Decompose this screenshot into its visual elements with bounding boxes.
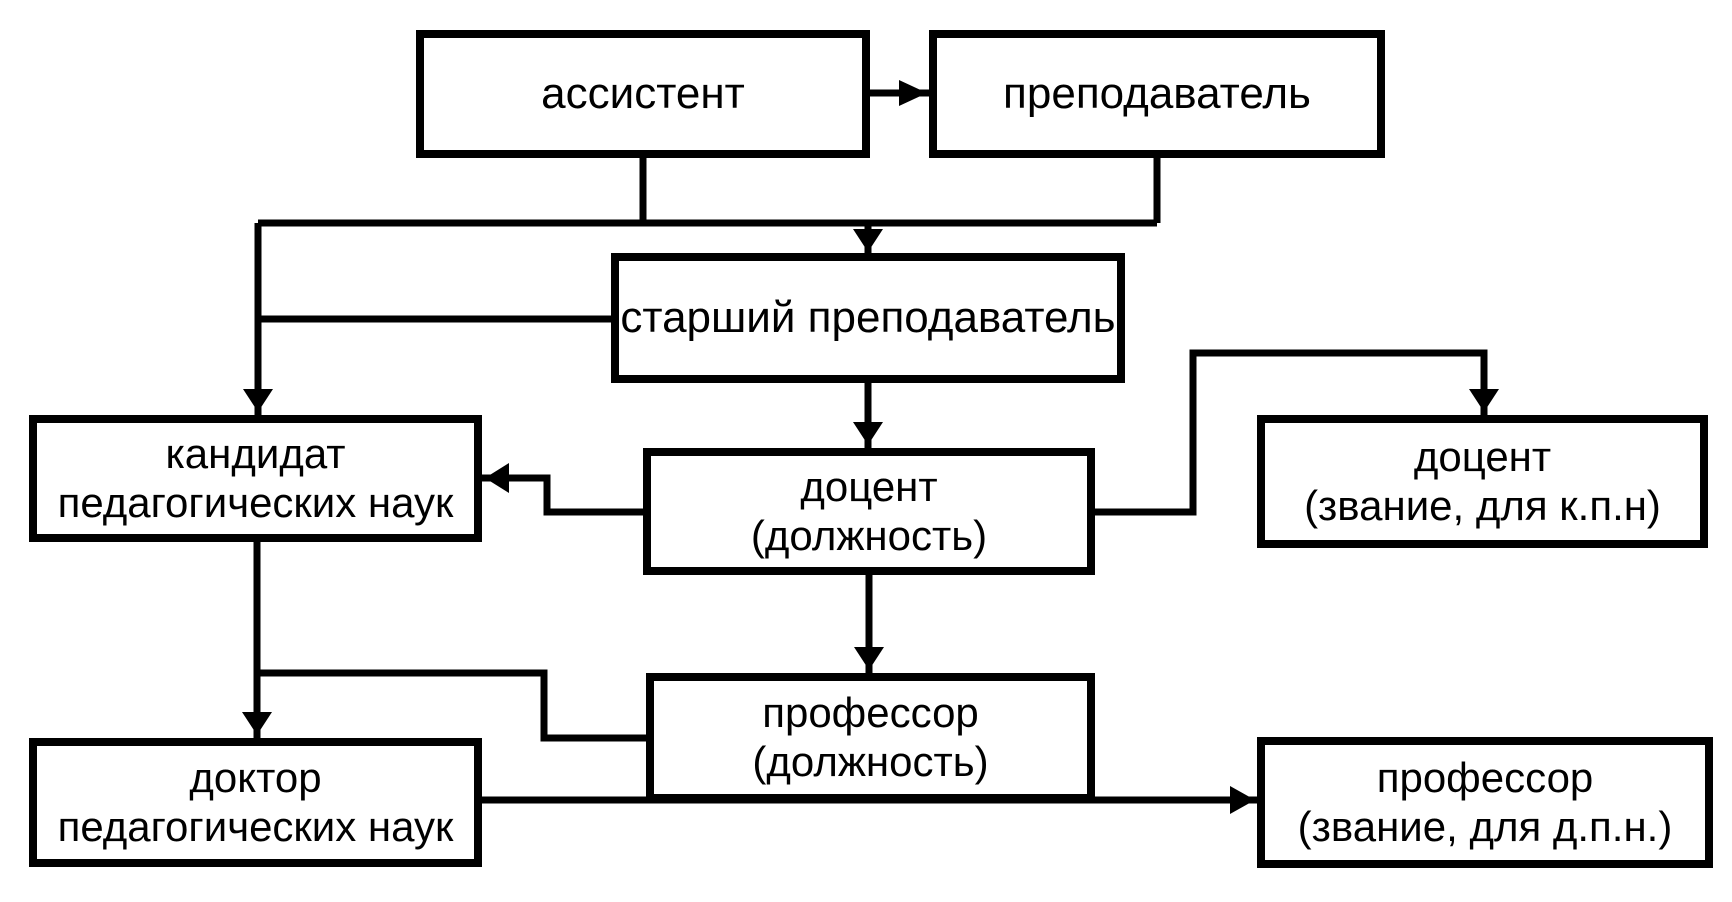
node-docent-title-label-line1: доцент: [1413, 432, 1552, 480]
node-professor-position: профессор (должность): [646, 673, 1095, 802]
arrowhead-into-professor-position: [854, 647, 884, 670]
node-lecturer: преподаватель: [929, 30, 1385, 158]
arrowhead-into-senior-lecturer: [853, 229, 883, 252]
connector-candidate-to-professor-position: [257, 669, 646, 742]
node-lecturer-label: преподаватель: [1003, 69, 1311, 119]
connector-docent-position-to-candidate: [482, 474, 643, 516]
node-senior-lecturer-label: старший преподаватель: [620, 293, 1116, 343]
node-professor-title-label-line2: (звание, для д.п.н.): [1297, 802, 1673, 850]
node-docent-position-label-line2: (должность): [750, 511, 988, 559]
node-professor-position-label-line1: профессор: [762, 688, 979, 736]
node-doctor-of-pedagogical-sciences: доктор педагогических наук: [29, 738, 482, 867]
node-doctor-label-line1: доктор: [189, 753, 322, 801]
node-candidate-label-line2: педагогических наук: [57, 478, 454, 526]
node-candidate-label-line1: кандидат: [165, 429, 346, 477]
connector-docent-position-to-docent-title: [1095, 349, 1488, 516]
node-professor-title: профессор (звание, для д.п.н.): [1257, 737, 1713, 868]
node-assistant: ассистент: [416, 30, 870, 158]
arrowhead-into-candidate-side: [485, 463, 509, 493]
arrowhead-into-docent-position: [853, 422, 883, 445]
arrowhead-into-candidate-top: [243, 389, 273, 412]
node-docent-title: доцент (звание, для к.п.н): [1257, 415, 1708, 548]
arrowhead-into-doctor: [242, 712, 272, 735]
node-docent-position-label-line1: доцент: [800, 462, 938, 510]
node-professor-position-label-line2: (должность): [752, 737, 989, 785]
node-senior-lecturer: старший преподаватель: [611, 253, 1125, 383]
node-docent-title-label-line2: (звание, для к.п.н): [1304, 481, 1661, 529]
node-professor-title-label-line1: профессор: [1376, 753, 1594, 801]
arrowhead-into-professor-title: [1230, 786, 1255, 814]
arrowhead-into-docent-title: [1469, 389, 1499, 412]
node-docent-position: доцент (должность): [643, 448, 1095, 575]
node-candidate-of-pedagogical-sciences: кандидат педагогических наук: [29, 415, 482, 542]
node-doctor-label-line2: педагогических наук: [57, 802, 454, 850]
arrowhead-into-lecturer: [899, 80, 927, 106]
node-assistant-label: ассистент: [541, 69, 745, 119]
